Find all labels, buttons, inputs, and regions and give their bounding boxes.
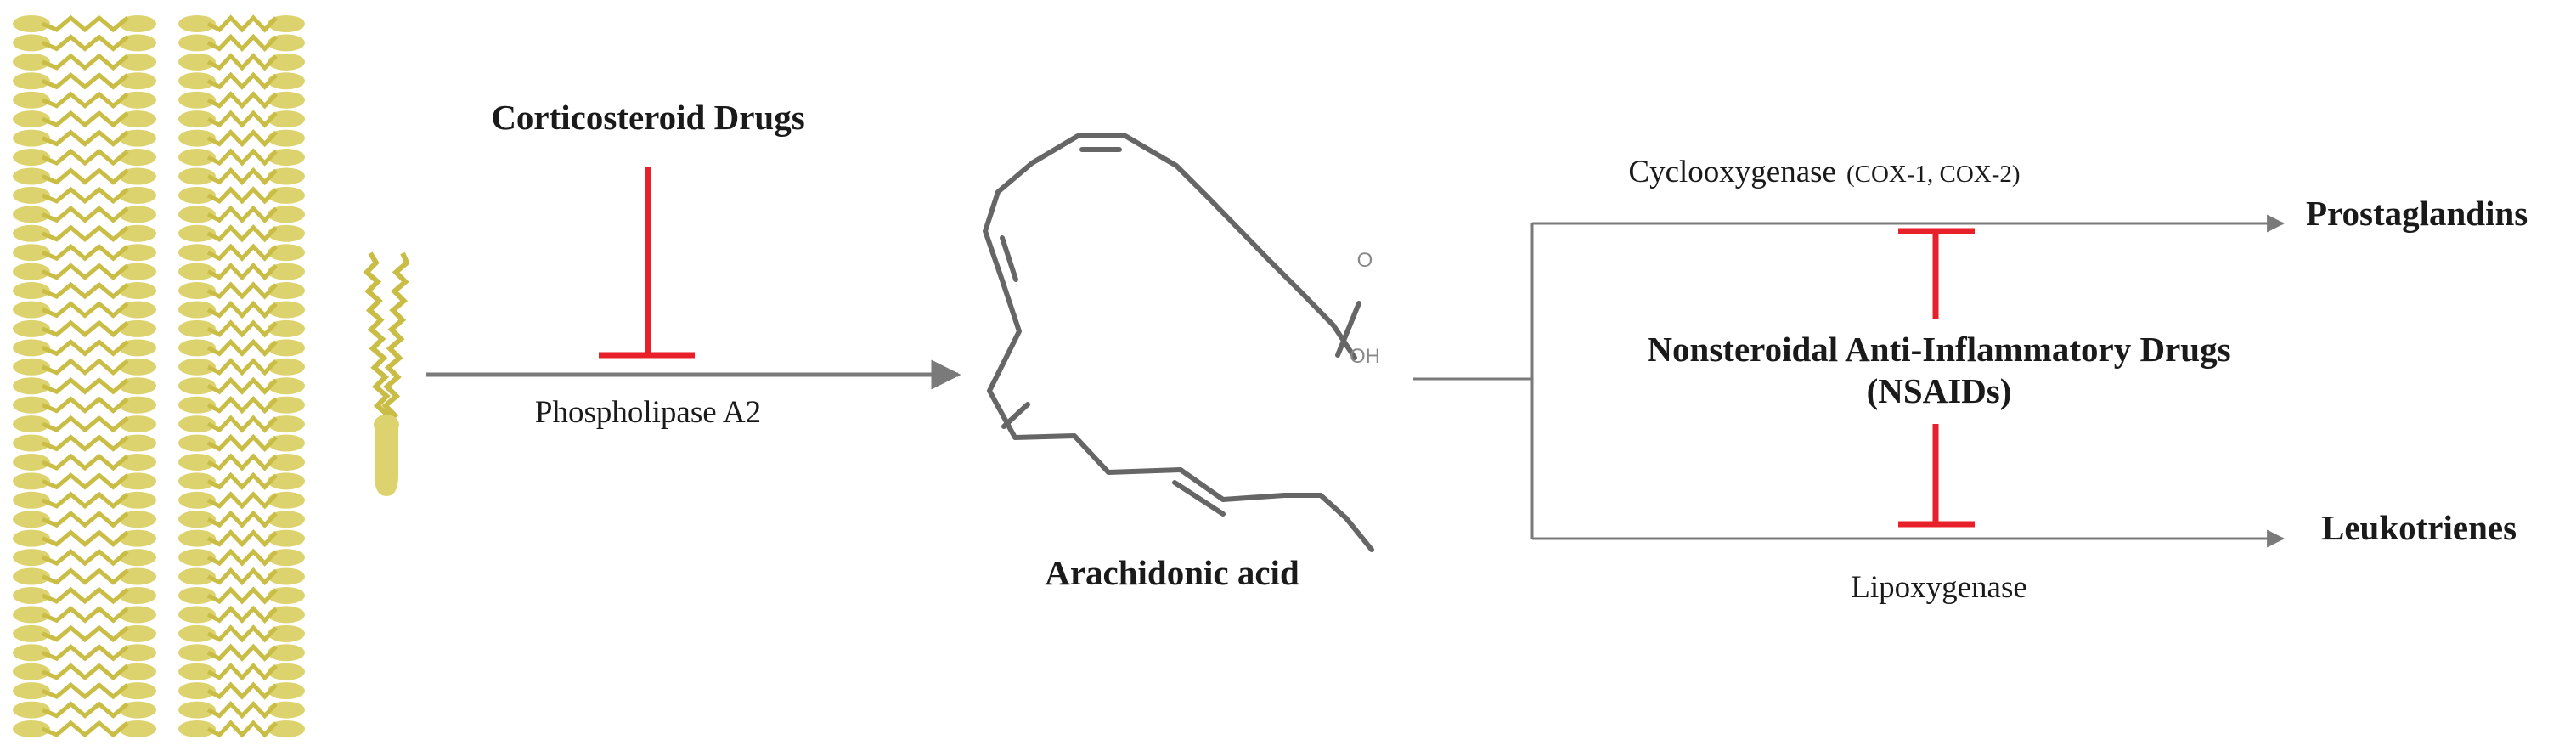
- nsaids-inhibition-lox-symbol: [1898, 424, 1975, 528]
- leukotrienes-label: Leukotrienes: [2321, 508, 2517, 547]
- arachidonic-acid-label: Arachidonic acid: [1045, 553, 1299, 592]
- lipid-bilayer-membrane-icon: [13, 8, 305, 748]
- cyclooxygenase-main-label: Cyclooxygenase: [1628, 155, 1836, 189]
- corticosteroid-inhibition-symbol: [599, 167, 695, 359]
- nsaids-label-line2: (NSAIDs): [1867, 371, 2012, 410]
- arachidonic-acid-structure: [983, 133, 1374, 552]
- hydroxyl-group-label: OH: [1350, 345, 1380, 368]
- carbonyl-oxygen-label: O: [1357, 249, 1373, 272]
- prostaglandins-label: Prostaglandins: [2306, 194, 2528, 233]
- pathway-branch-lines: [1413, 223, 1534, 539]
- phospholipase-a2-label: Phospholipase A2: [535, 395, 761, 430]
- cyclooxygenase-label: Cyclooxygenase (COX-1, COX-2): [1628, 155, 2020, 189]
- nsaids-inhibition-cox-symbol: [1898, 228, 1975, 319]
- corticosteroid-drugs-label: Corticosteroid Drugs: [491, 98, 804, 137]
- cyclooxygenase-isoform-label: (COX-1, COX-2): [1846, 161, 2021, 188]
- lipoxygenase-label: Lipoxygenase: [1851, 570, 2027, 605]
- nsaids-label-line1: Nonsteroidal Anti-Inflammatory Drugs: [1647, 330, 2230, 369]
- phospholipid-molecule-icon: [363, 251, 410, 496]
